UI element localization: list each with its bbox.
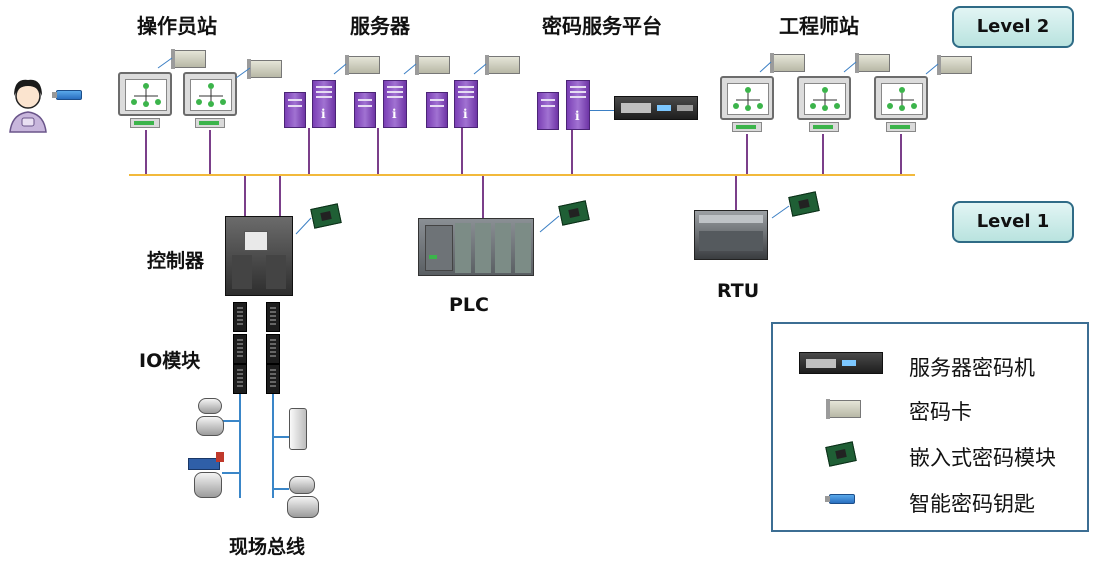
link [822,134,824,174]
crypto-card-icon [415,55,450,75]
io-module-icon [233,334,247,364]
io-module-icon [233,302,247,332]
server-tower-icon: i [566,80,590,130]
field-bus-line [239,394,241,498]
legend-item: 服务器密码机 [773,344,1087,384]
crypto-card-icon [826,399,861,419]
user-icon [4,74,52,134]
rtu-label: RTU [717,280,760,302]
platform-link [590,110,614,111]
field-bus-branch [273,488,289,490]
link [244,176,246,216]
field-actuator-icon [188,452,226,500]
controller-device-icon [225,216,293,296]
crypto-card-icon [345,55,380,75]
crypto-card-icon [485,55,520,75]
link [377,128,379,174]
engineer-monitor-icon [720,76,774,138]
legend-item: 嵌入式密码模块 [773,434,1087,474]
link [461,128,463,174]
field-bus-line [272,394,274,498]
level-1-badge: Level 1 [952,201,1074,243]
link [145,130,147,174]
server-tower-icon [354,92,376,128]
io-module-icon [266,364,280,394]
smart-crypto-key-icon [52,90,82,100]
legend-label: 服务器密码机 [909,356,1035,380]
io-module-icon [233,364,247,394]
io-module-icon [266,302,280,332]
link [279,176,281,216]
field-bus-label: 现场总线 [229,536,306,558]
legend-label: 嵌入式密码模块 [909,446,1056,470]
server-crypto-machine-icon [799,352,883,374]
smart-crypto-key-icon [825,494,855,504]
legend-label: 密码卡 [909,400,972,424]
engineer-monitor-icon [797,76,851,138]
link [209,130,211,174]
field-valve-icon [287,476,321,520]
legend-label: 智能密码钥匙 [909,492,1035,516]
server-tower-icon: i [454,80,478,128]
server-tower-icon [284,92,306,128]
embedded-crypto-module-icon [825,441,857,467]
legend-item: 智能密码钥匙 [773,480,1087,520]
server-tower-icon [426,92,448,128]
controller-label: 控制器 [147,250,205,272]
server-tower-icon: i [312,80,336,128]
level-2-badge: Level 2 [952,6,1074,48]
crypto-card-icon [855,53,890,73]
legend-box: 服务器密码机 密码卡 嵌入式密码模块 智能密码钥匙 [771,322,1089,532]
link [746,134,748,174]
field-bus-branch [273,436,289,438]
io-module-icon [266,334,280,364]
server-tower-icon [537,92,559,130]
link [571,130,573,174]
engineer-station-label: 工程师站 [779,14,859,38]
link [735,176,737,210]
io-module-label: IO模块 [139,350,201,372]
rtu-device-icon [694,210,768,260]
legend-item: 密码卡 [773,388,1087,428]
operator-monitor-icon [183,72,237,134]
crypto-card-icon [937,55,972,75]
crypto-platform-label: 密码服务平台 [542,14,662,38]
server-tower-icon: i [383,80,407,128]
operator-monitor-icon [118,72,172,134]
link [900,134,902,174]
network-bus [129,174,915,176]
plc-device-icon [418,218,534,276]
field-bus-branch [222,472,240,474]
server-crypto-machine-icon [614,96,698,120]
field-valve-icon [196,398,226,438]
engineer-monitor-icon [874,76,928,138]
crypto-card-icon [770,53,805,73]
operator-station-label: 操作员站 [137,14,217,38]
link [482,176,484,218]
crypto-card-icon [171,49,206,69]
field-bus-branch [222,420,240,422]
server-label: 服务器 [350,14,410,38]
link [308,128,310,174]
field-transmitter-icon [289,408,309,452]
plc-label: PLC [449,294,489,316]
